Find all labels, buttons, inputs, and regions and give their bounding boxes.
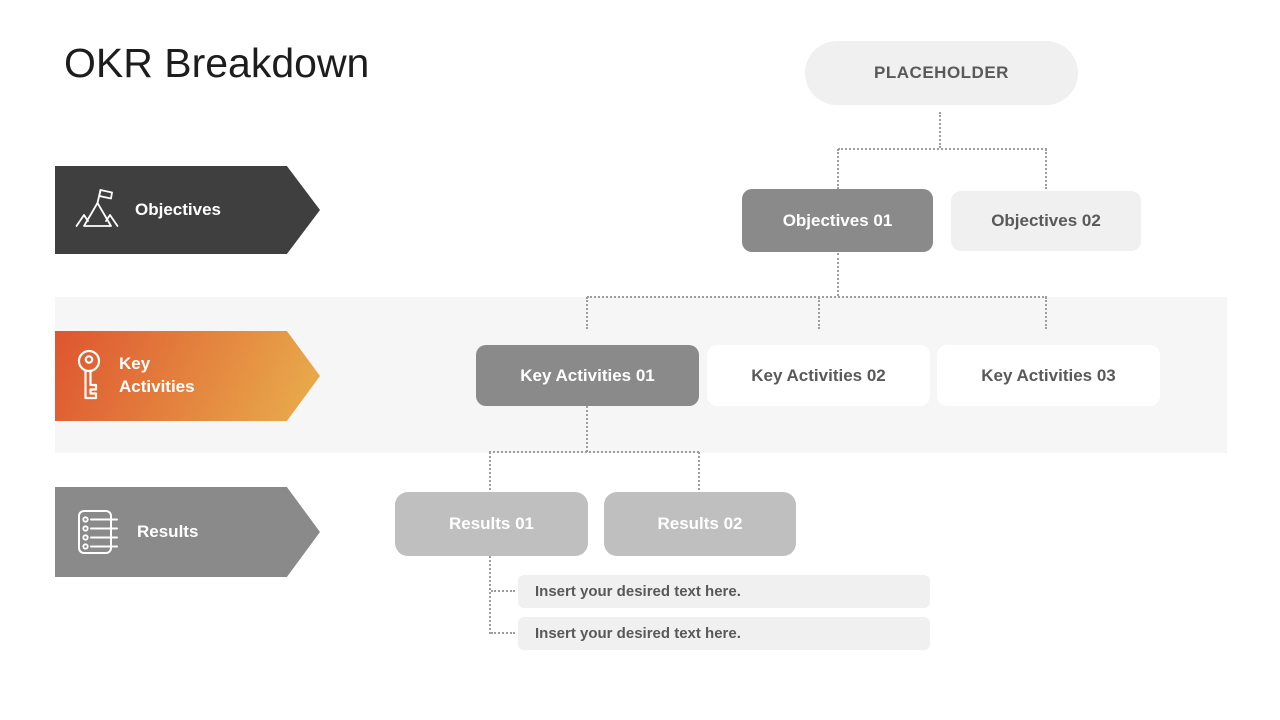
- lane-objectives-label: Objectives: [135, 199, 221, 219]
- connector-line: [837, 253, 839, 296]
- checklist-icon: [72, 506, 124, 558]
- note-text: Insert your desired text here.: [535, 583, 741, 600]
- lane-results-label: Results: [137, 521, 199, 541]
- placeholder-node[interactable]: PLACEHOLDER: [805, 41, 1078, 105]
- note-text-bar[interactable]: Insert your desired text here.: [518, 617, 930, 650]
- node-objectives-01[interactable]: Objectives 01: [742, 189, 933, 252]
- node-label: Key Activities 02: [751, 365, 886, 385]
- node-key-activities-01[interactable]: Key Activities 01: [476, 345, 699, 406]
- node-label: Objectives 02: [991, 211, 1101, 230]
- node-label: Key Activities 03: [981, 365, 1116, 385]
- lane-objectives[interactable]: Objectives: [55, 166, 320, 254]
- node-label: Results 02: [657, 514, 743, 533]
- page-title: OKR Breakdown: [64, 40, 370, 86]
- connector-line: [491, 632, 515, 634]
- connector-line: [838, 148, 1047, 150]
- connector-line: [1045, 297, 1047, 329]
- connector-line: [837, 149, 839, 189]
- node-label: Key Activities 01: [520, 365, 655, 385]
- lane-results[interactable]: Results: [55, 487, 320, 577]
- node-label: Objectives 01: [782, 210, 893, 230]
- connector-line: [587, 296, 1047, 298]
- lane-key-activities[interactable]: Key Activities: [55, 331, 320, 421]
- connector-line: [489, 451, 699, 453]
- mountain-flag-icon: [72, 185, 122, 235]
- lane-key-activities-label: Key Activities: [119, 354, 195, 396]
- connector-line: [489, 556, 491, 634]
- connector-line: [586, 406, 588, 452]
- node-key-activities-03[interactable]: Key Activities 03: [937, 345, 1160, 406]
- connector-line: [586, 297, 588, 329]
- connector-line: [491, 590, 515, 592]
- connector-line: [698, 452, 700, 490]
- node-results-02[interactable]: Results 02: [604, 492, 796, 556]
- note-text-bar[interactable]: Insert your desired text here.: [518, 575, 930, 608]
- connector-line: [818, 297, 820, 329]
- node-results-01[interactable]: Results 01: [395, 492, 588, 556]
- key-icon: [72, 348, 106, 404]
- connector-line: [489, 452, 491, 490]
- connector-line: [1045, 149, 1047, 189]
- node-key-activities-02[interactable]: Key Activities 02: [707, 345, 930, 406]
- node-label: Results 01: [448, 514, 535, 533]
- node-objectives-02[interactable]: Objectives 02: [951, 191, 1141, 251]
- placeholder-label: PLACEHOLDER: [874, 63, 1009, 82]
- note-text: Insert your desired text here.: [535, 625, 741, 642]
- connector-line: [939, 112, 941, 148]
